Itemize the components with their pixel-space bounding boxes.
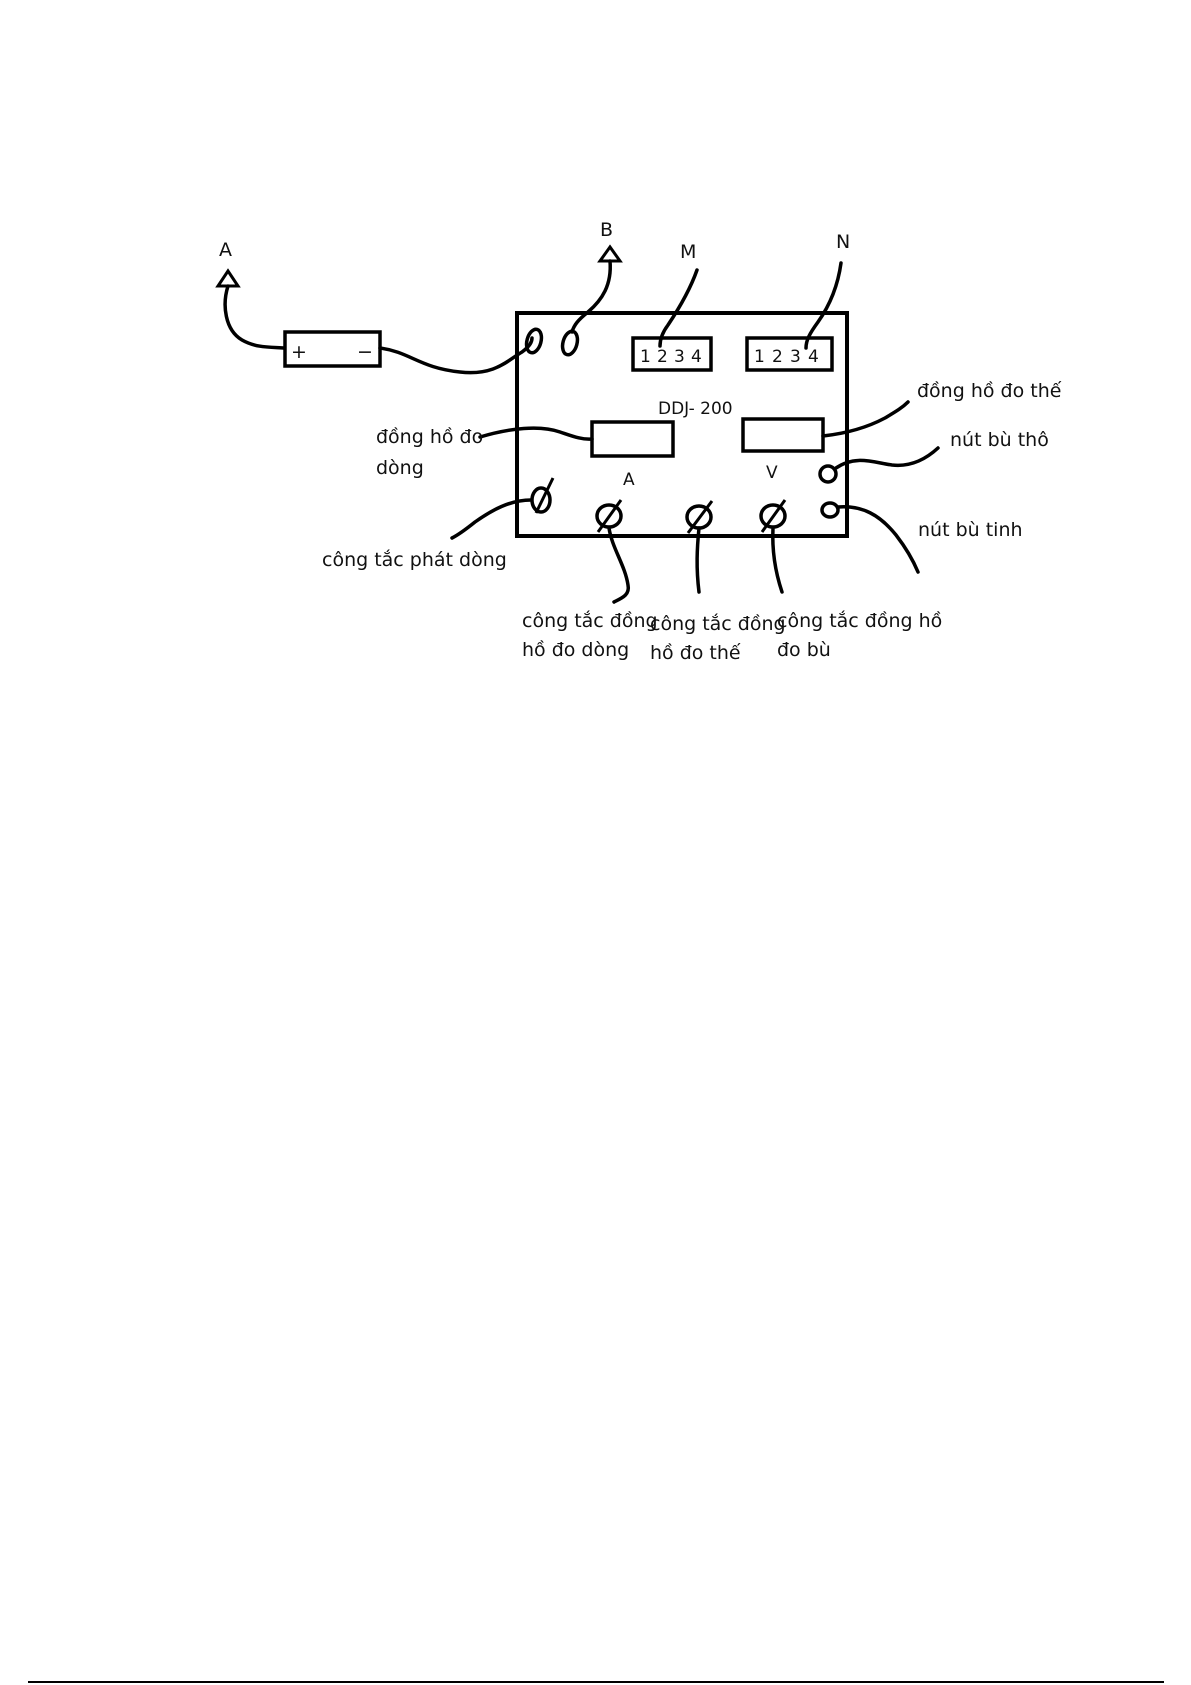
- current-switch: [532, 478, 553, 513]
- comp-meter-switch-label-1: công tắc đồng hồ: [777, 609, 942, 632]
- terminal-n: N: [806, 231, 850, 348]
- fine-knob: [822, 503, 838, 517]
- fine-knob-label: nút bù tinh: [918, 519, 1023, 541]
- coarse-knob: [820, 466, 836, 482]
- m-socket-2: 2: [657, 347, 668, 367]
- output-socket-right: [560, 330, 580, 357]
- n-socket-4: 4: [808, 347, 819, 367]
- terminal-a-label: A: [219, 239, 232, 261]
- voltage-meter-switch-callout: công tắc đồng hồ đo thế: [650, 528, 786, 664]
- current-meter-switch-label-1: công tắc đồng: [522, 609, 658, 632]
- meter-v-symbol: V: [766, 463, 778, 483]
- output-socket-left: [524, 328, 544, 355]
- current-meter-display: [592, 422, 673, 456]
- voltage-meter-callout: đồng hồ đo thế: [823, 380, 1062, 436]
- n-socket-2: 2: [772, 347, 783, 367]
- current-meter-switch-label-2: hồ đo dòng: [522, 639, 629, 661]
- n-socket-1: 1: [754, 347, 765, 367]
- n-socket-strip: 1 2 3 4: [747, 338, 832, 370]
- current-meter-switch-callout: công tắc đồng hồ đo dòng: [522, 528, 658, 661]
- battery: + −: [285, 332, 380, 366]
- battery-plus: +: [291, 341, 307, 363]
- meter-a-symbol: A: [623, 470, 635, 490]
- voltage-meter-display: [743, 419, 823, 451]
- n-socket-3: 3: [790, 347, 801, 367]
- terminal-n-label: N: [836, 231, 850, 253]
- current-meter-label-1: đồng hồ đo: [376, 426, 483, 448]
- current-switch-label: công tắc phát dòng: [322, 548, 507, 571]
- terminal-m: M: [660, 241, 697, 346]
- wire-battery-to-socket: [380, 338, 532, 373]
- terminal-b: B: [572, 219, 620, 332]
- voltage-meter-switch-label-2: hồ đo thế: [650, 642, 741, 664]
- device-model: DDJ- 200: [658, 399, 733, 419]
- battery-minus: −: [357, 341, 373, 363]
- terminal-a: A: [218, 239, 285, 348]
- m-socket-strip: 1 2 3 4: [633, 338, 711, 370]
- m-socket-4: 4: [691, 347, 702, 367]
- current-switch-callout: công tắc phát dòng: [322, 500, 531, 571]
- comp-meter-switch-label-2: đo bù: [777, 639, 831, 661]
- terminal-m-label: M: [680, 241, 696, 263]
- current-meter-callout: đồng hồ đo dòng: [376, 426, 592, 479]
- voltage-meter-switch-label-1: công tắc đồng: [650, 612, 786, 635]
- coarse-knob-callout: nút bù thô: [836, 429, 1049, 468]
- m-socket-1: 1: [640, 347, 651, 367]
- current-meter-label-2: dòng: [376, 457, 424, 479]
- coarse-knob-label: nút bù thô: [950, 429, 1049, 451]
- ddj200-device: DDJ- 200 1 2 3 4 1 2 3 4 A V: [517, 313, 847, 536]
- terminal-b-label: B: [600, 219, 613, 241]
- fine-knob-callout: nút bù tinh: [838, 507, 1023, 572]
- voltage-meter-label: đồng hồ đo thế: [917, 380, 1062, 402]
- m-socket-3: 3: [674, 347, 685, 367]
- comp-meter-switch-callout: công tắc đồng hồ đo bù: [773, 528, 943, 661]
- page-bottom-rule: [28, 1681, 1164, 1683]
